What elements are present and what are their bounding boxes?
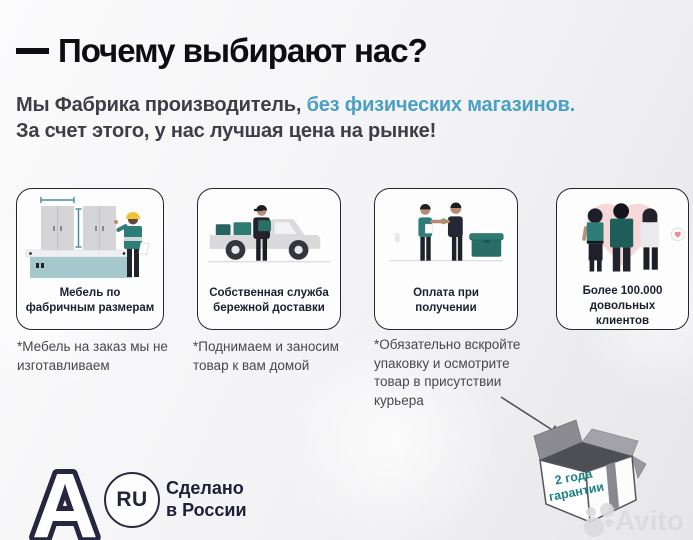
made-in-russia-label: Сделано в России (166, 478, 247, 520)
subtitle: Мы Фабрика производитель, без физических… (16, 92, 676, 144)
svg-text:А: А (32, 458, 98, 540)
card-label: Собственная служба бережной доставки (209, 287, 329, 314)
brand-letter-logo: А А (28, 458, 102, 540)
card-payment-on-delivery: Оплата при получении (374, 188, 518, 330)
card-label: Более 100.000 довольных клиентов (582, 285, 663, 328)
footnote-custom-furniture: *Мебель на заказ мы не изготавливаем (17, 339, 168, 373)
subtitle-line2: За счет этого, у нас лучшая цена на рынк… (16, 120, 437, 142)
footnote-carry-home: *Поднимаем и заносим товар к вам домой (193, 339, 339, 373)
page-title: Почему выбирают нас? (58, 32, 428, 69)
card-factory-sizes: Мебель по фабричным размерам (16, 188, 164, 330)
ru-badge-label: RU (116, 488, 148, 511)
ru-badge: RU (104, 472, 160, 528)
page-title-row: Почему выбирают нас? (16, 32, 428, 69)
subtitle-part1: Мы Фабрика производитель, (16, 94, 307, 116)
payment-on-delivery-illustration (388, 202, 504, 262)
footnote-open-package: *Обязательно вскройте упаковку и осмотри… (374, 337, 521, 408)
card-label: Мебель по фабричным размерам (25, 287, 155, 314)
happy-clients-illustration (581, 203, 685, 272)
card-label: Оплата при получении (413, 287, 479, 314)
svg-text:А: А (32, 458, 98, 540)
guarantee-box-illustration (533, 419, 647, 524)
furniture-measurement-illustration (25, 197, 150, 278)
title-dash (16, 48, 49, 54)
card-own-delivery: Собственная служба бережной доставки (197, 188, 341, 330)
card-happy-clients: Более 100.000 довольных клиентов (556, 188, 689, 330)
delivery-truck-illustration (207, 204, 331, 263)
svg-text:Avito: Avito (615, 505, 684, 536)
subtitle-highlight: без физических магазинов. (306, 94, 576, 116)
avito-watermark: Avito (584, 503, 684, 537)
